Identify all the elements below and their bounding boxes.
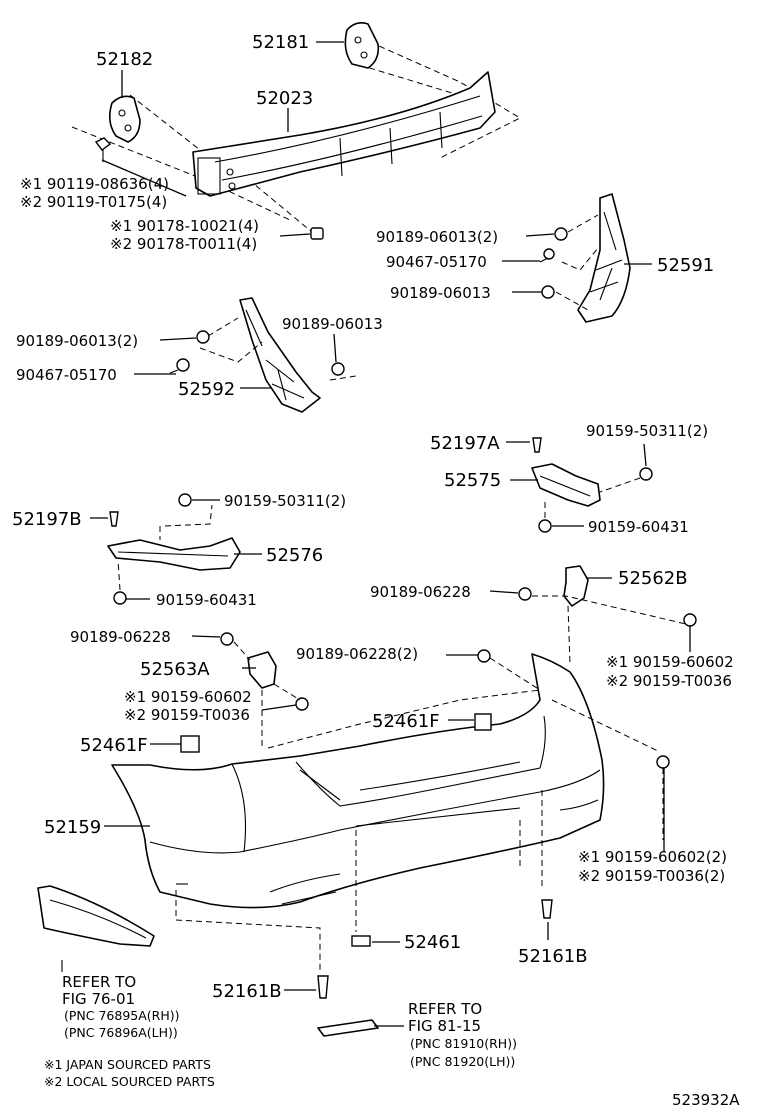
label-52159: 52159 [44,817,101,838]
label-52461F-right: 52461F [372,711,440,732]
label-52181: 52181 [252,32,309,53]
screw-icon [169,358,190,374]
pad-52461F-right [474,713,492,731]
clip-icon [331,362,345,376]
retainer-52591 [577,193,631,323]
label-52592: 52592 [178,379,235,400]
note-japan-sourced: ※1 JAPAN SOURCED PARTS [44,1057,211,1072]
label-refer-to-2: REFER TO [408,1000,482,1018]
label-nut-90178-T0011: ※2 90178-T0011(4) [110,235,257,253]
label-bolt-90159-60602-left: ※1 90159-60602 [124,688,252,706]
diagram-id: 523932A [672,1091,740,1109]
label-bolt-90159-T0036-right: ※2 90159-T0036 [606,672,732,690]
label-52023: 52023 [256,88,313,109]
label-clip-90189-06228-right: 90189-06228 [370,583,471,601]
label-52182: 52182 [96,49,153,70]
bumper-cover-52159 [111,653,605,909]
label-bolt-90159-60602-right: ※1 90159-60602 [606,653,734,671]
label-bolt-90159-T0036-2: ※2 90159-T0036(2) [578,867,725,885]
label-clip-90189-06013-2-right: 90189-06013(2) [376,228,498,246]
clip-icon [532,437,542,453]
label-refer-to-1: REFER TO [62,973,136,991]
bolt-icon [295,697,309,711]
label-52461F-left: 52461F [80,735,148,756]
bolt-icon [113,591,127,605]
label-52461: 52461 [404,932,461,953]
screw-icon [539,248,555,263]
label-bolt-90159-60602-2: ※1 90159-60602(2) [578,848,727,866]
label-52161B-left: 52161B [212,981,282,1002]
bolt-icon [683,613,697,627]
label-52563A: 52563A [140,659,210,680]
reflector-strip-part [317,1019,379,1037]
label-52576: 52576 [266,545,323,566]
bracket-52181 [344,22,380,69]
label-bolt-90159-50311-2-right: 90159-50311(2) [586,422,708,440]
clip-icon [196,330,210,344]
label-bolt-90119-08636: ※1 90119-08636(4) [20,175,169,193]
clip-icon [518,587,532,601]
label-bolt-90119-T0175: ※2 90119-T0175(4) [20,193,167,211]
bolt-icon [656,755,670,769]
clip-icon [477,649,491,663]
label-bolt-90159-60431-right: 90159-60431 [588,518,689,536]
bolt-icon [639,467,653,481]
label-52591: 52591 [657,255,714,276]
clip-icon [541,285,555,299]
label-pnc-76896A: (PNC 76896A(LH)) [64,1025,178,1040]
label-fig-81-15: FIG 81-15 [408,1017,481,1035]
label-screw-90467-05170-left: 90467-05170 [16,366,117,384]
label-pnc-81910: (PNC 81910(RH)) [410,1036,517,1051]
bolt-icon [94,137,112,162]
label-pnc-76895A: (PNC 76895A(RH)) [64,1008,180,1023]
label-nut-90178-10021: ※1 90178-10021(4) [110,217,259,235]
retainer-52562B [563,565,589,607]
label-pnc-81920: (PNC 81920(LH)) [410,1054,515,1069]
bolt-icon [178,493,192,507]
label-52562B: 52562B [618,568,688,589]
label-bolt-90159-50311-2-left: 90159-50311(2) [224,492,346,510]
label-bolt-90159-60431-left: 90159-60431 [156,591,257,609]
clip-icon [109,511,119,527]
pad-52461 [351,935,371,947]
bracket-52575 [531,463,601,507]
label-clip-90189-06013-2-left: 90189-06013(2) [16,332,138,350]
bolt-icon [538,519,552,533]
clip-icon [220,632,234,646]
label-clip-90189-06228-2: 90189-06228(2) [296,645,418,663]
label-fig-76-01: FIG 76-01 [62,990,135,1008]
nut-icon [310,227,324,240]
clip-icon [317,975,329,999]
label-clip-90189-06228-left: 90189-06228 [70,628,171,646]
pad-52461F-left [180,735,200,753]
label-52197A: 52197A [430,433,500,454]
label-52197B: 52197B [12,509,82,530]
clip-icon [554,227,568,241]
side-reflector-part [37,885,155,947]
label-52575: 52575 [444,470,501,491]
note-local-sourced: ※2 LOCAL SOURCED PARTS [44,1074,215,1089]
bracket-52182 [108,95,141,143]
clip-icon [541,899,553,919]
label-bolt-90159-T0036-left: ※2 90159-T0036 [124,706,250,724]
label-52161B-right: 52161B [518,946,588,967]
label-screw-90467-05170-right: 90467-05170 [386,253,487,271]
retainer-52563A [247,651,277,689]
label-clip-90189-06013-right: 90189-06013 [390,284,491,302]
label-clip-90189-06013-left: 90189-06013 [282,315,383,333]
retainer-52592 [239,297,321,413]
